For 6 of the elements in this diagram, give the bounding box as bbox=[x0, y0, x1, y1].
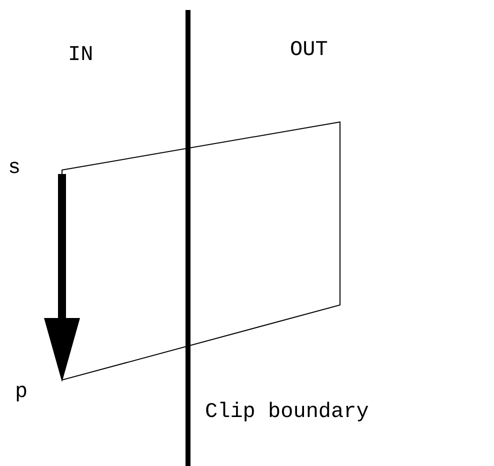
point-label: p bbox=[15, 382, 28, 403]
point-label: s bbox=[8, 158, 21, 179]
boundary-label: Clip boundary bbox=[205, 402, 369, 423]
arrow bbox=[44, 174, 80, 382]
region-label: IN bbox=[68, 45, 94, 66]
region-label: OUT bbox=[290, 40, 328, 61]
